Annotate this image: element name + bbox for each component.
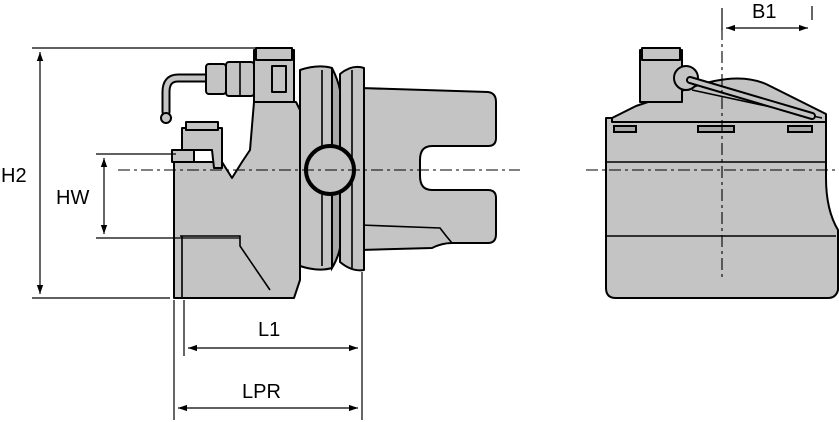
head-lower-edge bbox=[180, 235, 271, 291]
coolant-pipe-inner bbox=[163, 75, 213, 115]
dim-lpr: LPR bbox=[173, 300, 358, 420]
dim-label-l1: L1 bbox=[258, 319, 280, 341]
dim-label-b1: B1 bbox=[752, 1, 776, 23]
front-view bbox=[586, 28, 839, 299]
dim-label-hw: HW bbox=[56, 187, 89, 209]
dim-b1: B1 bbox=[721, 1, 813, 32]
coolant-port bbox=[271, 65, 287, 93]
front-slot-1 bbox=[613, 125, 637, 133]
dim-l1: L1 bbox=[183, 272, 363, 420]
insert-tip bbox=[171, 149, 195, 163]
side-view bbox=[118, 47, 520, 299]
front-coolant-pipe-inner bbox=[688, 78, 814, 118]
coolant-fitting-nut bbox=[205, 63, 227, 95]
dim-label-h2: H2 bbox=[1, 165, 27, 187]
shank-shading bbox=[359, 224, 453, 244]
front-slot-3 bbox=[787, 125, 813, 133]
dim-h2: H2 bbox=[1, 47, 256, 299]
coolant-pipe bbox=[161, 73, 215, 117]
front-coolant-nut bbox=[641, 47, 681, 61]
coolant-nozzle bbox=[160, 112, 172, 124]
coolant-nut bbox=[255, 47, 293, 61]
dim-hw: HW bbox=[56, 153, 240, 239]
head-body bbox=[173, 101, 301, 299]
dim-label-lpr: LPR bbox=[242, 381, 281, 403]
shank-body bbox=[359, 87, 497, 251]
clamp-screw-top bbox=[185, 121, 219, 131]
front-slot-2 bbox=[697, 125, 735, 133]
